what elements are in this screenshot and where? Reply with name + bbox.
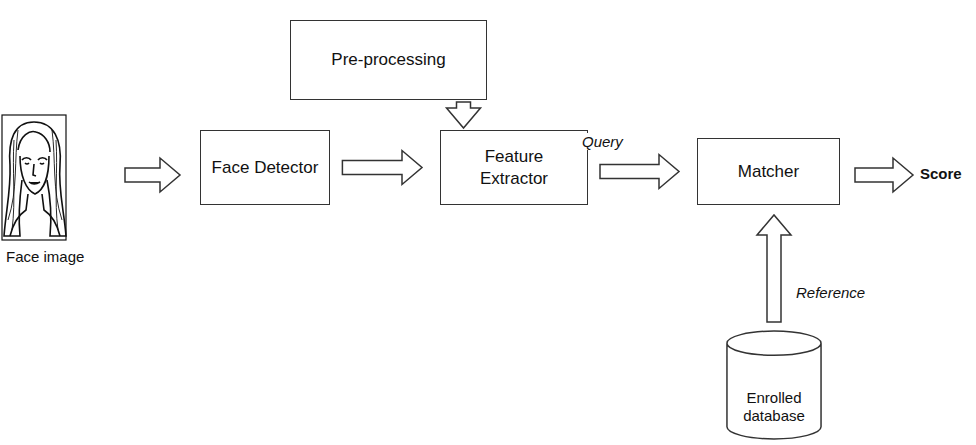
block-arrow bbox=[342, 151, 422, 185]
database-cylinder: Enrolled database bbox=[726, 330, 822, 440]
block-arrow bbox=[600, 155, 679, 189]
block-arrow bbox=[757, 215, 791, 322]
image-caption: Face image bbox=[4, 248, 86, 265]
output-arrow bbox=[855, 158, 913, 192]
node-text: Matcher bbox=[730, 157, 807, 186]
process-box: Pre-processing bbox=[290, 20, 487, 100]
node-text: Face Detector bbox=[204, 153, 327, 182]
process-box: Feature Extractor bbox=[440, 130, 588, 205]
node-text: Enrolled database bbox=[726, 385, 822, 431]
node-text: Feature Extractor bbox=[441, 142, 587, 193]
process-box: Face Detector bbox=[200, 130, 331, 205]
input-arrow bbox=[125, 158, 180, 192]
face-illustration bbox=[2, 115, 66, 240]
edge-label: Query bbox=[580, 133, 625, 150]
edge-label: Reference bbox=[794, 284, 867, 301]
node-text: Pre-processing bbox=[323, 45, 453, 74]
process-box: Matcher bbox=[697, 138, 840, 205]
output-label: Score bbox=[918, 165, 964, 182]
block-arrow bbox=[447, 102, 481, 128]
